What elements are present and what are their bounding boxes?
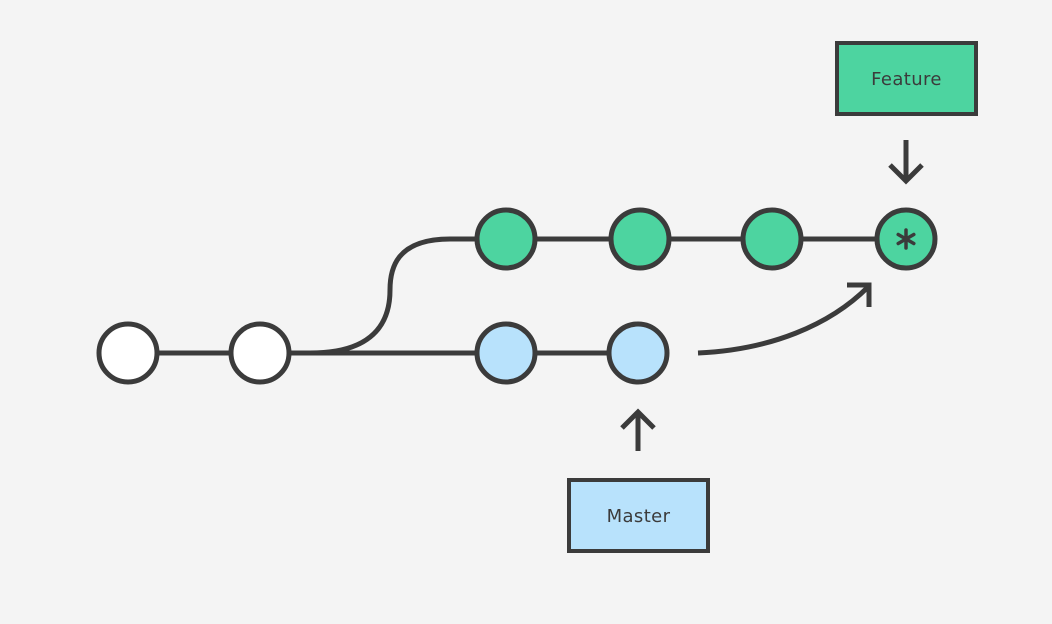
feature-label: Feature [835, 41, 978, 116]
master-label-box [567, 478, 710, 553]
rebase-arrow-curve [697, 285, 870, 356]
feature-commit-1 [474, 207, 538, 271]
feature-commit-2 [608, 207, 672, 271]
master-pointer-head [620, 408, 656, 430]
feature-label-box [835, 41, 978, 116]
master-label-text: Master [607, 506, 671, 527]
feature-pointer-head [888, 163, 924, 185]
branch-curve [309, 236, 506, 356]
feature-label-text: Feature [871, 69, 942, 90]
feature-commit-3 [740, 207, 804, 271]
master-label: Master [567, 478, 710, 553]
master-commit-2 [606, 321, 670, 385]
base-commit-2 [228, 321, 292, 385]
master-commit-1 [474, 321, 538, 385]
asterisk-icon [896, 228, 916, 250]
rebase-arrowhead [847, 282, 872, 307]
base-commit-1 [96, 321, 160, 385]
